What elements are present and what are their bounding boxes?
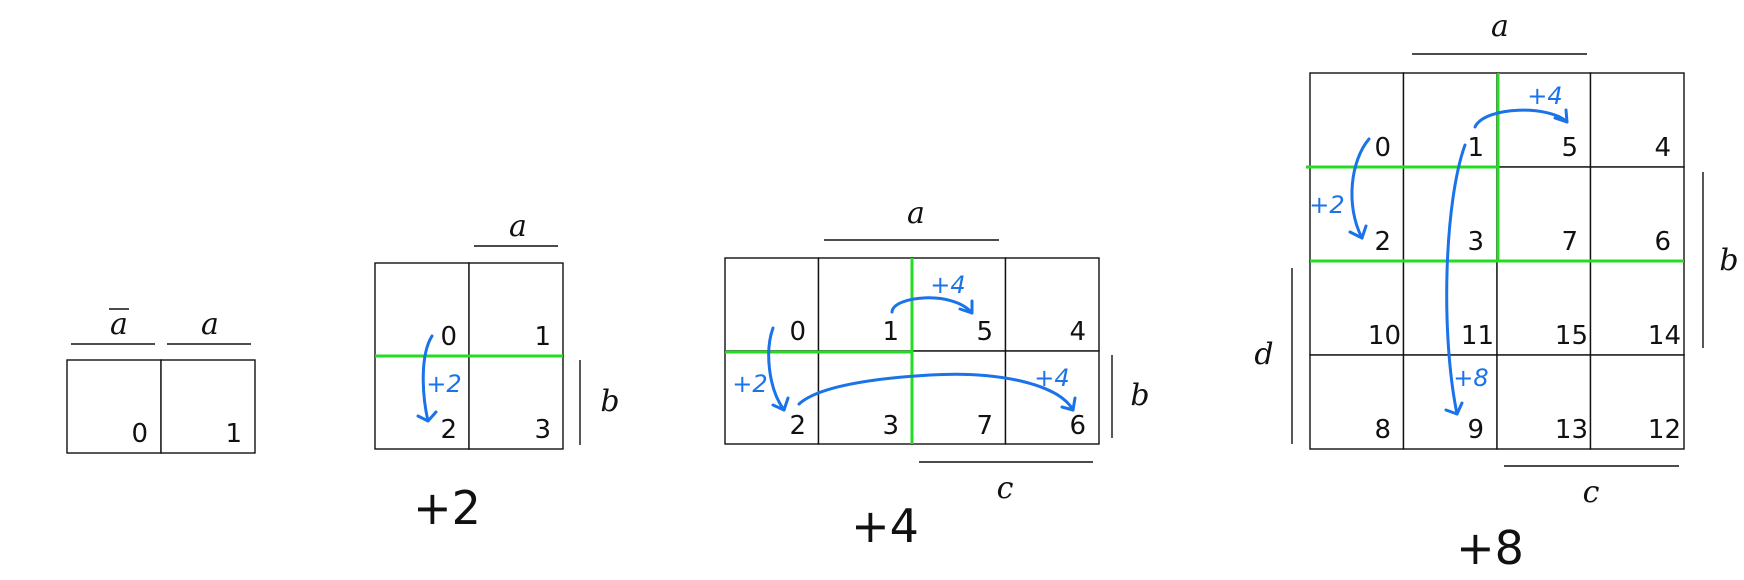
kmap4-cell-11-number: 11: [1461, 321, 1494, 351]
kmap4-cell-10: [1309, 260, 1405, 356]
kmap4-cell-15-number: 15: [1555, 321, 1588, 351]
kmap4-plus4-arrow: [1473, 108, 1569, 129]
kmap3-cell-7: [911, 350, 1007, 445]
kmap3-cell-6: [1004, 350, 1100, 445]
kmap4-cell-9-number: 9: [1467, 415, 1484, 445]
kmap4-cell-0-number: 0: [1374, 133, 1391, 163]
kmap1-a-label: a: [201, 307, 219, 342]
kmap4-plus8-label: +8: [1453, 364, 1488, 392]
kmap4-plus2-arrow: [1350, 137, 1371, 240]
kmap4-a-label: a: [1491, 9, 1509, 44]
kmap3-cell-1-number: 1: [882, 317, 899, 347]
kmap3-plus4-top-arrowhead: [958, 299, 974, 315]
kmap4-plus8-arrow: [1445, 143, 1467, 416]
kmap3-c-label: c: [997, 471, 1014, 506]
kmap2-plus2-arrowhead: [416, 410, 438, 423]
kmap2-plus2-arrow: [421, 334, 434, 423]
kmap1-abar-label: a: [110, 307, 128, 342]
kmap3-cell-5-number: 5: [976, 317, 993, 347]
kmap3-cell-7-number: 7: [976, 411, 993, 441]
kmap4-cell-3-number: 3: [1467, 227, 1484, 257]
kmap-1-variable: 0 1 a a: [66, 307, 256, 454]
kmap3-plus4-bottom-arrow: [797, 372, 1075, 412]
kmap4-cell-6-number: 6: [1654, 227, 1671, 257]
kmap4-plus4-label: +4: [1527, 82, 1562, 110]
kmap4-plus4-arrowhead: [1553, 108, 1569, 124]
kmap3-plus4-top-arrow: [890, 296, 974, 315]
kmap4-d-label: d: [1254, 337, 1273, 372]
kmap3-cell-4: [1004, 257, 1100, 352]
kmap-2-variable: 0 1 2 3 a b +2 +2: [374, 209, 620, 535]
kmap4-cell-1-number: 1: [1467, 133, 1484, 163]
kmap2-cell-0-number: 0: [440, 322, 457, 352]
kmap4-c-label: c: [1583, 475, 1600, 510]
kmap4-cell-4-number: 4: [1654, 133, 1671, 163]
kmap4-cell-4: [1589, 72, 1685, 168]
kmap2-a-label: a: [509, 209, 527, 244]
kmap3-cell-4-number: 4: [1069, 317, 1086, 347]
kmap3-plus4-top-label: +4: [930, 271, 965, 299]
kmap4-cell-7: [1496, 166, 1592, 262]
kmap4-b-label: b: [1719, 243, 1738, 278]
kmap4-plus8-arrowhead: [1444, 401, 1464, 416]
kmap3-plus4-bottom-arrowhead: [1060, 396, 1077, 412]
kmap4-cell-6: [1589, 166, 1685, 262]
kmap3-cell-2: [724, 350, 820, 445]
kmap4-cell-13-number: 13: [1555, 415, 1588, 445]
kmap2-cell-3-number: 3: [534, 415, 551, 445]
kmap1-cell-1-number: 1: [225, 419, 242, 449]
kmap3-cell-3: [817, 350, 913, 445]
kmap4-plus2-label: +2: [1309, 191, 1344, 219]
kmap3-plus2-arrow: [767, 326, 786, 412]
kmap4-cell-12-number: 12: [1648, 415, 1681, 445]
kmap4-cell-8-number: 8: [1374, 415, 1391, 445]
kmap4-step-label: +8: [1456, 521, 1524, 575]
kmap4-cell-0: [1309, 72, 1405, 168]
kmap4-cell-2-number: 2: [1374, 227, 1391, 257]
kmap1-cell-0: [66, 359, 162, 454]
kmap4-plus2-arrowhead: [1348, 224, 1368, 240]
kmap2-step-label: +2: [413, 481, 481, 535]
kmap2-cell-1-number: 1: [534, 322, 551, 352]
kmap2-cell-0: [374, 262, 470, 357]
kmap2-cell-3: [468, 355, 564, 450]
kmap3-step-label: +4: [851, 499, 919, 553]
kmap4-cell-15: [1496, 260, 1592, 356]
kmap4-cell-8: [1309, 354, 1405, 450]
kmap3-plus4-bottom-label: +4: [1034, 364, 1069, 392]
kmap4-cell-13: [1496, 354, 1592, 450]
kmap4-cell-7-number: 7: [1561, 227, 1578, 257]
kmap3-cell-3-number: 3: [882, 411, 899, 441]
kmap4-cell-12: [1589, 354, 1685, 450]
kmap4-cell-5-number: 5: [1561, 133, 1578, 163]
kmap3-plus2-arrowhead: [771, 396, 790, 412]
kmap1-cell-0-number: 0: [131, 419, 148, 449]
kmap1-cell-1: [160, 359, 256, 454]
kmap3-cell-2-number: 2: [789, 411, 806, 441]
kmap2-b-label: b: [600, 384, 619, 419]
kmap3-plus2-label: +2: [732, 370, 767, 398]
kmap-4-variable: 0 1 5 4 2 3 7 6 10 11 15 14 8 9 13 12 a …: [1254, 9, 1738, 575]
kmap3-b-label: b: [1130, 378, 1149, 413]
kmap3-cell-6-number: 6: [1069, 411, 1086, 441]
kmap2-cell-2-number: 2: [440, 415, 457, 445]
kmap4-cell-14-number: 14: [1648, 321, 1681, 351]
kmap2-arrow-label: +2: [426, 370, 461, 398]
kmap-3-variable: 0 1 5 4 2 3 7 6 a b c +2 +4 +4 +4: [724, 196, 1150, 553]
kmap3-cell-0-number: 0: [789, 317, 806, 347]
kmap4-cell-10-number: 10: [1368, 321, 1401, 351]
kmap3-a-label: a: [907, 196, 925, 231]
